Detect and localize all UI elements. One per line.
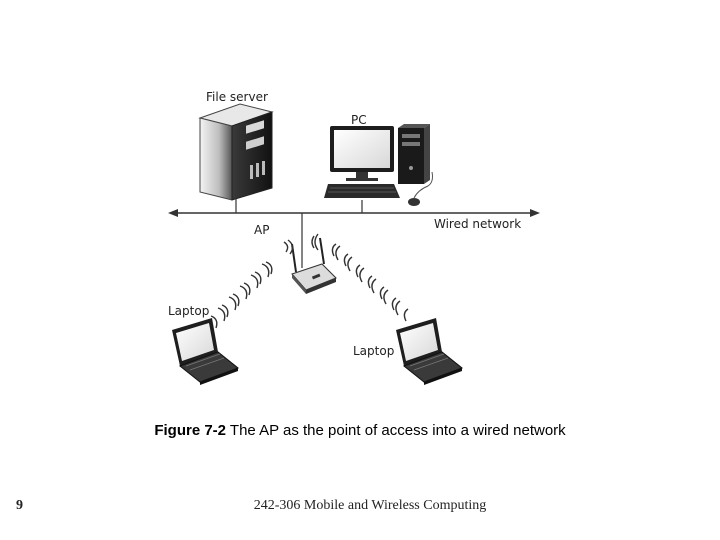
wired-network-line bbox=[168, 196, 540, 268]
label-laptop-right: Laptop bbox=[353, 344, 394, 358]
figure-caption-text: The AP as the point of access into a wir… bbox=[226, 422, 566, 439]
slide-number: 9 bbox=[16, 498, 23, 513]
label-file-server: File server bbox=[206, 90, 268, 104]
label-ap: AP bbox=[254, 223, 269, 237]
laptop-right-icon bbox=[396, 318, 464, 385]
label-pc: PC bbox=[351, 113, 367, 127]
file-server-icon bbox=[198, 103, 274, 201]
pc-icon bbox=[324, 124, 433, 206]
course-title: 242-306 Mobile and Wireless Computing bbox=[253, 498, 487, 513]
radio-waves-right bbox=[311, 233, 409, 322]
figure-number: Figure 7-2 bbox=[154, 422, 227, 439]
label-laptop-left: Laptop bbox=[168, 304, 209, 318]
label-wired-network: Wired network bbox=[434, 217, 521, 231]
access-point-icon bbox=[291, 237, 337, 294]
laptop-left-icon bbox=[172, 318, 240, 385]
radio-waves-left bbox=[210, 239, 294, 329]
figure-caption: Figure 7-2 The AP as the point of access… bbox=[0, 422, 720, 439]
